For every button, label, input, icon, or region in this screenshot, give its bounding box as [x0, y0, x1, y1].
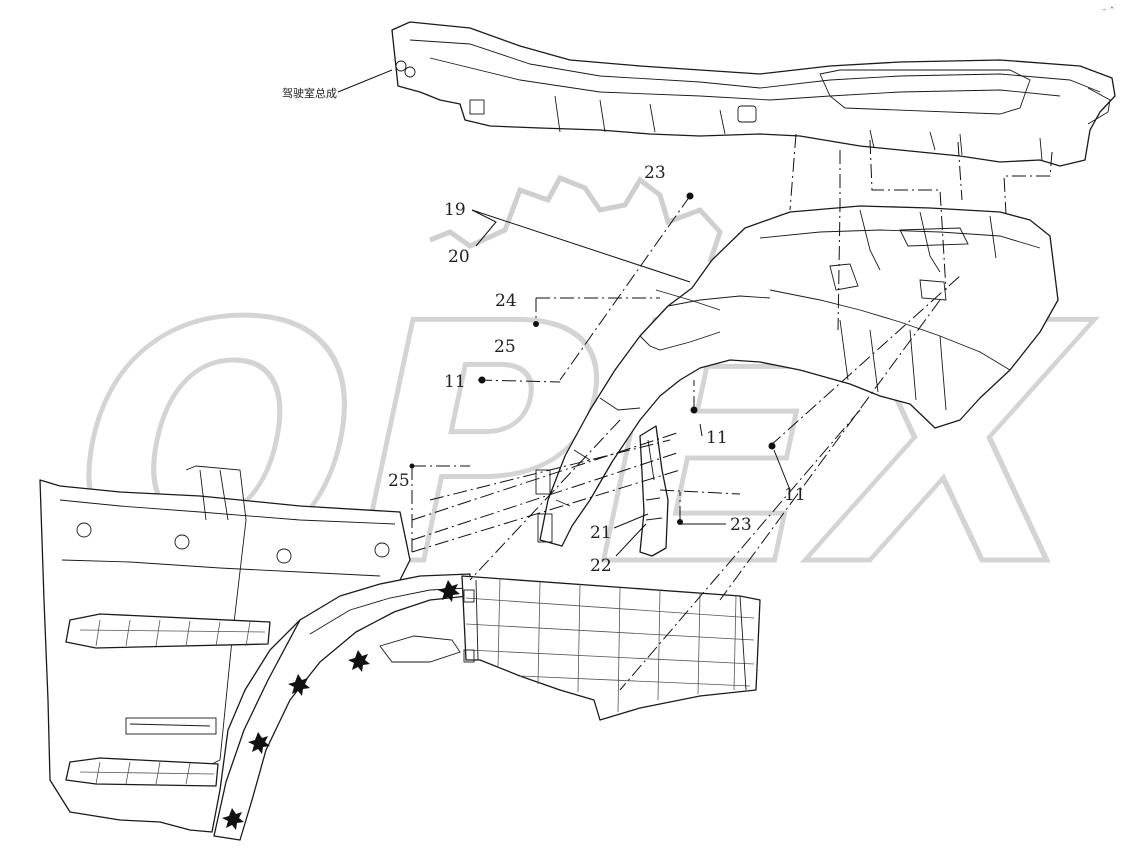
step-assembly [39, 465, 411, 833]
bracket-part [639, 425, 669, 557]
callout-25-top: 25 [494, 337, 516, 357]
mud-flap-panel [461, 575, 761, 721]
assembly-leader [337, 69, 393, 93]
corner-mark: ⁻ ˆ [1102, 6, 1114, 17]
callout-11-left: 11 [444, 372, 466, 392]
callout-23-bottom: 23 [730, 515, 752, 535]
callout-11-mid: 11 [706, 428, 728, 448]
callout-19: 19 [444, 200, 466, 220]
callout-24: 24 [495, 291, 517, 311]
fastener-points [409, 192, 776, 525]
callout-leaders [471, 209, 791, 557]
callout-23-top: 23 [644, 163, 666, 183]
fender-panel [535, 205, 1059, 547]
callout-22: 22 [590, 556, 612, 576]
callouts: 23 19 20 24 25 11 11 11 25 21 23 22 [388, 163, 806, 576]
assembly-label: 驾驶室总成 [282, 86, 337, 100]
watermark-gear [429, 174, 723, 263]
assembly-guide-lines [411, 133, 1053, 691]
callout-25-bottom: 25 [388, 471, 410, 491]
callout-21: 21 [590, 523, 612, 543]
callout-11-right: 11 [784, 485, 806, 505]
cab-assembly-frame [391, 21, 1116, 167]
rivet-stars [222, 580, 460, 830]
callout-20: 20 [448, 247, 470, 267]
